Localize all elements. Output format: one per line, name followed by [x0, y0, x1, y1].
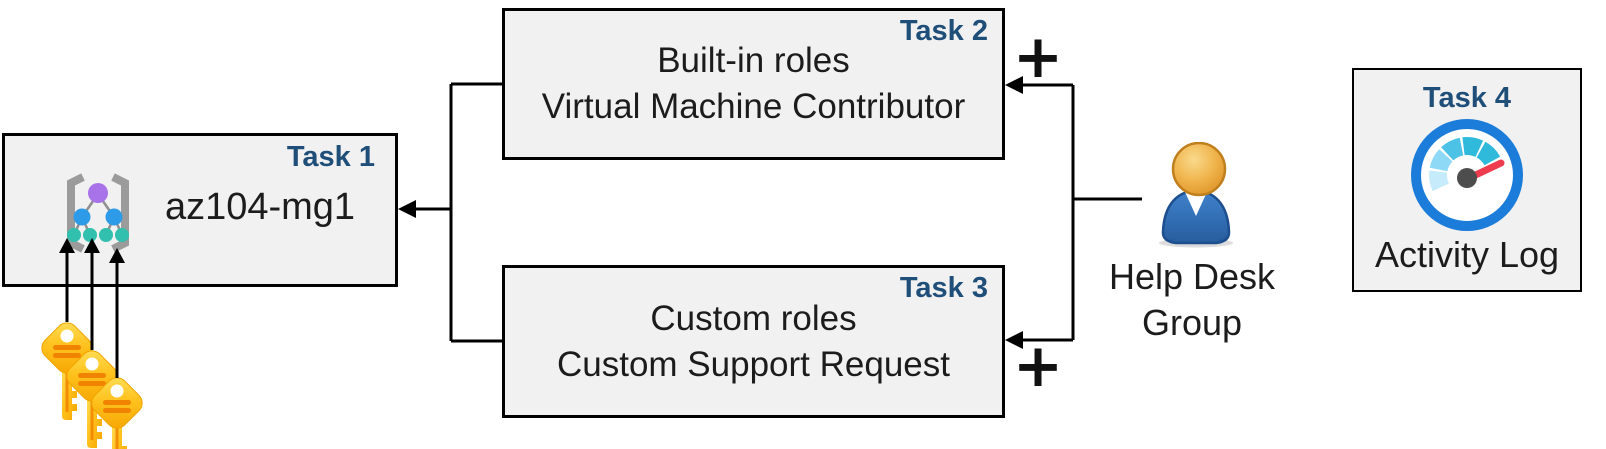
task2-box: Task 2 Built-in roles Virtual Machine Co…	[502, 8, 1005, 160]
person-icon	[1159, 142, 1233, 248]
task2-label: Task 2	[899, 15, 988, 47]
task1-box: Task 1 az104-mg1	[2, 133, 398, 287]
activity-log-gauge-icon	[1411, 119, 1523, 231]
task3-label: Task 3	[899, 272, 988, 304]
arrowhead-into-task1	[398, 200, 416, 218]
plus-sign-top: +	[1012, 22, 1064, 92]
help-desk-label-line1: Help Desk	[1108, 256, 1276, 297]
activity-log-title: Activity Log	[1374, 234, 1560, 275]
task2-line1: Built-in roles	[657, 41, 850, 80]
task3-line1: Custom roles	[650, 298, 857, 338]
management-group-icon	[67, 173, 129, 253]
task4-label: Task 4	[1422, 82, 1512, 114]
keys-icon	[36, 317, 148, 449]
help-desk-label-line2: Group	[1141, 302, 1243, 343]
task4-box: Task 4 Activity Log	[1352, 68, 1582, 292]
task3-line2: Custom Support Request	[557, 344, 950, 384]
task1-label: Task 1	[286, 141, 375, 173]
plus-sign-bottom: +	[1012, 331, 1064, 401]
task2-line2: Virtual Machine Contributor	[541, 87, 966, 126]
task3-box: Task 3 Custom roles Custom Support Reque…	[502, 265, 1005, 418]
help-desk-group-label: Help Desk Group	[1102, 254, 1282, 346]
management-group-name: az104-mg1	[164, 186, 356, 228]
